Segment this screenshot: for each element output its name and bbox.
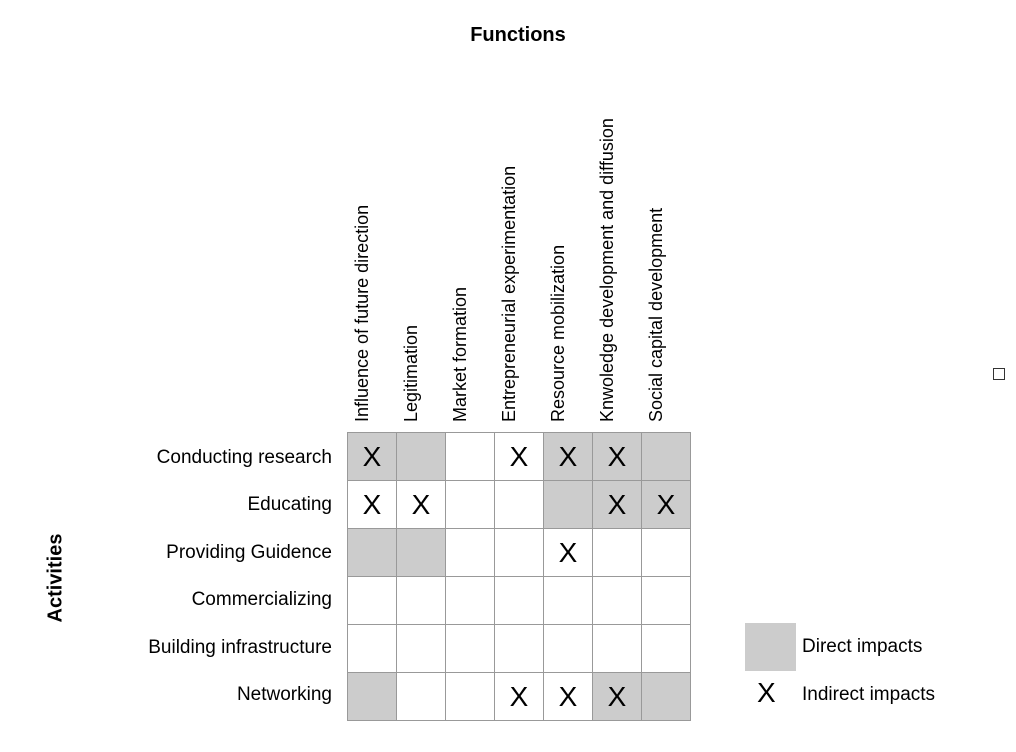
matrix-cell — [642, 673, 691, 721]
matrix-cell: X — [348, 433, 397, 481]
column-label-text: Social capital development — [646, 207, 666, 422]
matrix-cell: X — [544, 673, 593, 721]
matrix-cell — [544, 625, 593, 673]
matrix-cell: X — [495, 673, 544, 721]
matrix-cell — [397, 673, 446, 721]
column-label-text: Legitimation — [401, 324, 421, 422]
matrix-cell — [495, 481, 544, 529]
matrix-cell — [593, 625, 642, 673]
matrix-cell — [642, 529, 691, 577]
matrix-cell: X — [642, 481, 691, 529]
matrix-cell — [642, 433, 691, 481]
matrix-cell — [446, 673, 495, 721]
matrix-cell — [397, 529, 446, 577]
matrix-cell — [446, 577, 495, 625]
column-label-text: Knwoledge development and diffusion — [597, 118, 617, 422]
row-label: Educating — [247, 494, 332, 515]
matrix-cell: X — [397, 481, 446, 529]
matrix-cell — [348, 529, 397, 577]
matrix-cell — [348, 577, 397, 625]
matrix-cell — [495, 529, 544, 577]
matrix-cell: X — [544, 529, 593, 577]
column-label-text: Influence of future direction — [352, 204, 372, 422]
row-label: Commercializing — [191, 589, 332, 610]
row-label: Building infrastructure — [148, 637, 332, 658]
activities-title: Activities — [44, 533, 67, 623]
matrix-cell — [446, 433, 495, 481]
matrix-cell: X — [593, 673, 642, 721]
functions-title: Functions — [470, 24, 566, 46]
matrix-cell — [593, 529, 642, 577]
column-label-text: Resource mobilization — [548, 244, 568, 422]
matrix-cell — [446, 529, 495, 577]
matrix-cell — [397, 433, 446, 481]
matrix-cell — [348, 625, 397, 673]
legend-direct-swatch — [745, 623, 796, 671]
matrix-cell — [495, 577, 544, 625]
row-label: Providing Guidence — [166, 542, 332, 563]
matrix-cell — [495, 625, 544, 673]
small-square-icon — [993, 368, 1005, 380]
row-label: Networking — [236, 684, 332, 705]
matrix-cell — [348, 673, 397, 721]
legend-direct-label: Direct impacts — [802, 636, 923, 657]
matrix-cell — [642, 577, 691, 625]
matrix-cell — [397, 625, 446, 673]
matrix-cell: X — [544, 433, 593, 481]
column-label-text: Entrepreneurial experimentation — [499, 165, 519, 422]
row-label: Conducting research — [156, 447, 332, 468]
legend-indirect-symbol: X — [757, 677, 776, 708]
matrix-cell — [593, 577, 642, 625]
matrix-cell — [544, 481, 593, 529]
matrix-cell: X — [593, 433, 642, 481]
matrix-cell — [544, 577, 593, 625]
legend-indirect-label: Indirect impacts — [802, 684, 936, 705]
matrix-cell: X — [348, 481, 397, 529]
matrix-cell — [446, 481, 495, 529]
matrix-cell: X — [593, 481, 642, 529]
matrix-cell: X — [495, 433, 544, 481]
matrix-cell — [446, 625, 495, 673]
column-label-text: Market formation — [450, 286, 470, 422]
matrix-cell — [397, 577, 446, 625]
matrix-cell — [642, 625, 691, 673]
